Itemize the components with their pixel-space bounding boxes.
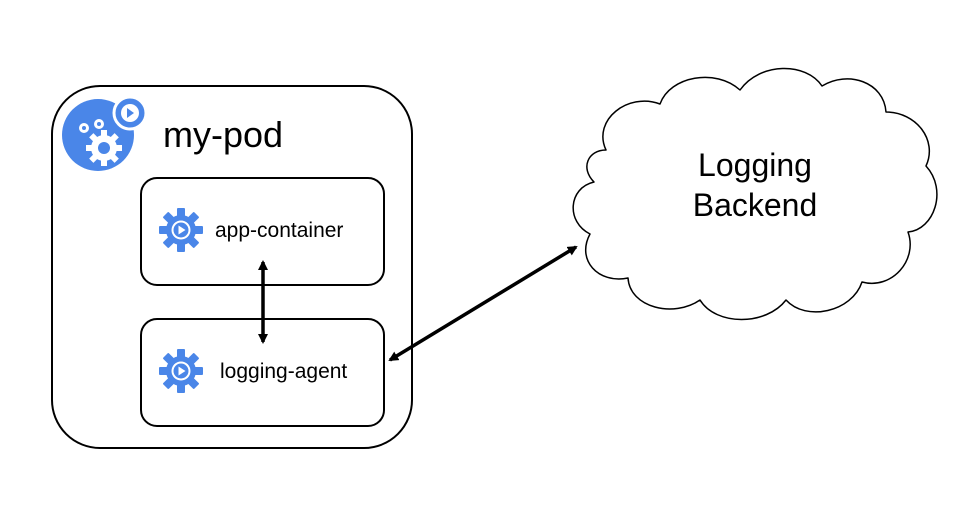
backend-link-arrow xyxy=(388,245,578,362)
pod-title: my-pod xyxy=(163,114,283,155)
app-container-label: app-container xyxy=(215,219,343,242)
logging-agent-gear-icon xyxy=(159,349,203,393)
pod-gears-icon xyxy=(62,95,148,171)
backend-label-line1: Logging xyxy=(698,147,812,183)
logging-backend-cloud xyxy=(572,67,938,321)
logging-agent-label: logging-agent xyxy=(220,360,347,383)
app-container-gear-icon xyxy=(159,208,203,252)
backend-label-line2: Backend xyxy=(693,187,818,223)
